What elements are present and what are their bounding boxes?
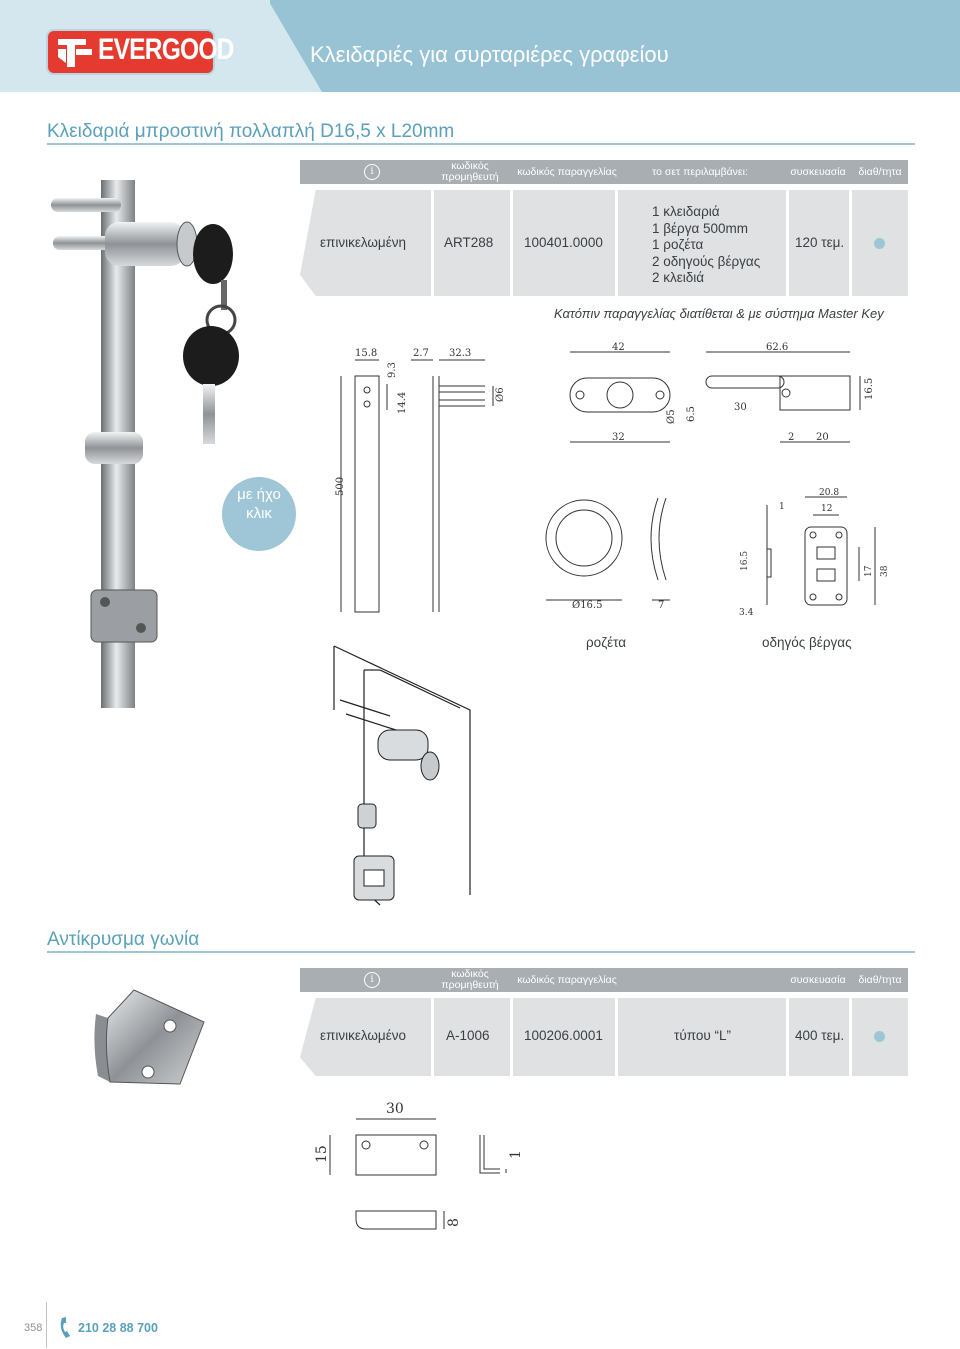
set-item: 2 οδηγούς βέργας	[652, 253, 761, 269]
phone-number: 210 28 88 700	[78, 1321, 158, 1335]
caption-rosette: ροζέτα	[586, 635, 627, 650]
finish-value: επινικελωμένη	[320, 235, 406, 250]
set-items-list: 1 κλειδαριά 1 βέργα 500mm 1 ροζέτα 2 οδη…	[652, 204, 760, 287]
rod-technical-drawing: 15.8 9.3 2.7 32.3 14.4 Ø6 500	[335, 348, 506, 613]
brand-logo	[48, 31, 213, 73]
cell-packaging	[789, 190, 849, 296]
dim-label: 8	[446, 1218, 462, 1227]
brand-name: EVERGOOD	[98, 33, 234, 66]
dim-label: 500	[335, 477, 346, 496]
dim-label: 20.8	[819, 488, 839, 498]
product2-rule	[47, 951, 915, 953]
dim-label: Ø6	[495, 387, 506, 402]
dim-label: 9.3	[387, 362, 398, 378]
caption-rod-guide: οδηγός βέργας	[762, 635, 852, 650]
cell-finish	[300, 190, 431, 296]
page-title: Κλειδαριές για συρταριέρες γραφείου	[310, 42, 669, 67]
set-item: 1 ροζέτα	[652, 237, 704, 252]
dim-label: 16.5	[864, 378, 875, 400]
cell-type	[618, 998, 786, 1076]
phone-icon	[60, 1317, 70, 1338]
dim-label: 30	[734, 402, 747, 413]
click-sound-badge: με ήχο κλικ	[222, 477, 296, 551]
dim-label: 2.7	[413, 348, 429, 359]
order-code-value: 100206.0001	[524, 1028, 603, 1043]
set-item: 2 κλειδιά	[652, 270, 705, 285]
product1-rule	[47, 143, 915, 145]
dim-label: 6.5	[686, 406, 697, 422]
dim-label: 14.4	[397, 392, 408, 414]
dim-label: 16.5	[740, 551, 750, 571]
lock-product-photo	[51, 180, 239, 708]
dim-label: 42	[612, 342, 625, 353]
dim-label: 12	[821, 504, 832, 514]
th-set-includes: το σετ περιλαμβάνει:	[652, 166, 748, 178]
dim-label: 38	[880, 565, 890, 577]
dim-label: 62.6	[766, 342, 788, 353]
lock-technical-drawing: 42 62.6 Ø5 6.5 30 16.5 32 2 20	[569, 342, 875, 443]
th-order-code: κωδικός παραγγελίας	[517, 974, 617, 986]
installation-drawing	[333, 645, 471, 906]
dim-label: 15	[314, 1145, 330, 1163]
brand-mark-icon	[58, 39, 92, 67]
set-item: 1 κλειδαριά	[652, 204, 720, 219]
info-icon: i	[364, 164, 380, 180]
header-band	[262, 0, 960, 92]
dim-label: 30	[386, 1101, 404, 1117]
th-packaging: συσκευασία	[790, 166, 846, 178]
th-order-code: κωδικός παραγγελίας	[517, 166, 617, 178]
th-availability: διαθ/τητα	[858, 166, 902, 178]
cell-finish	[300, 998, 431, 1076]
page-number: 358	[24, 1322, 43, 1334]
product1-title: Κλειδαριά μπροστινή πολλαπλή D16,5 x L20…	[47, 121, 455, 142]
dim-label: 32	[612, 432, 625, 443]
order-code-value: 100401.0000	[524, 235, 603, 250]
dim-label: 1	[779, 502, 785, 512]
supplier-code-value: ART288	[444, 235, 494, 250]
product2-title: Αντίκρυσμα γωνία	[47, 929, 200, 950]
packaging-value: 400 τεμ.	[795, 1028, 845, 1043]
dim-label: 2	[788, 432, 794, 443]
th-packaging: συσκευασία	[790, 974, 846, 986]
product1-table-header	[300, 160, 908, 184]
dim-label: 15.8	[355, 348, 377, 359]
dim-label: 3.4	[739, 608, 754, 618]
dim-label: 20	[816, 432, 829, 443]
dim-label: Ø16.5	[572, 600, 602, 611]
dim-label: 1	[508, 1150, 524, 1159]
footer-divider	[46, 1302, 47, 1348]
guide-technical-drawing: 20.8 12 1 16.5 17 38 3.4	[739, 488, 890, 618]
corner-bracket-photo	[94, 989, 205, 1085]
dim-label: 17	[864, 565, 874, 577]
supplier-code-value: A-1006	[446, 1028, 490, 1043]
dim-label: 32.3	[449, 348, 471, 359]
dim-label: Ø5	[666, 409, 677, 424]
badge-line-2: κλικ	[246, 505, 272, 522]
product2-table-header	[300, 968, 908, 992]
cell-set-items	[618, 190, 786, 296]
cell-order-code	[513, 190, 615, 296]
info-icon: i	[364, 972, 380, 988]
th-supplier-code: κωδικός προμηθευτή	[441, 160, 499, 183]
availability-dot	[874, 238, 885, 249]
cell-packaging	[789, 998, 849, 1076]
availability-dot	[874, 1031, 885, 1042]
type-value: τύπου “L”	[674, 1028, 731, 1043]
bracket-technical-drawing: 30 15 1 8	[314, 1101, 524, 1230]
cell-order-code	[513, 998, 615, 1076]
finish-value: επινικελωμένο	[320, 1028, 406, 1043]
set-item: 1 βέργα 500mm	[652, 220, 749, 236]
cell-supplier-code	[434, 998, 510, 1076]
packaging-value: 120 τεμ.	[795, 235, 845, 250]
master-key-note: Κατόπιν παραγγελίας διατίθεται & με σύστ…	[554, 306, 884, 321]
th-supplier-code: κωδικός προμηθευτή	[441, 968, 499, 991]
th-availability: διαθ/τητα	[858, 974, 902, 986]
dim-label: 7	[658, 600, 664, 611]
cell-supplier-code	[434, 190, 510, 296]
badge-line-1: με ήχο	[237, 486, 281, 503]
rosette-technical-drawing: Ø16.5 7	[545, 497, 670, 611]
